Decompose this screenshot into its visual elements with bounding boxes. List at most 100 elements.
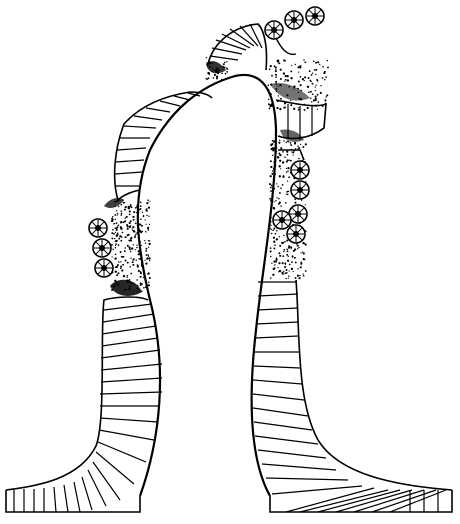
stipple-dot <box>145 224 146 225</box>
stipple-dot <box>126 275 128 277</box>
stipple-dot <box>115 280 116 281</box>
stipple-dot <box>323 72 325 74</box>
stipple-dot <box>278 262 280 264</box>
stipple-dot <box>148 207 150 209</box>
stipple-dot <box>282 161 284 163</box>
stipple-dot <box>268 84 270 86</box>
stipple-dot <box>272 229 274 231</box>
stipple-dot <box>280 168 281 169</box>
stipple-dot <box>147 229 149 231</box>
stipple-dot <box>283 140 284 141</box>
stipple-dot <box>123 221 125 223</box>
stipple-dot <box>213 77 215 79</box>
stipple-dot <box>325 96 326 97</box>
stipple-dot <box>271 185 273 187</box>
stipple-dot <box>148 243 150 245</box>
stipple-dot <box>118 272 120 274</box>
stipple-dot <box>284 102 286 104</box>
stipple-dot <box>271 229 272 230</box>
stipple-dot <box>284 266 286 268</box>
stipple-dot <box>287 260 289 262</box>
stipple-dot <box>288 176 290 178</box>
stipple-dot <box>301 200 302 201</box>
stipple-dot <box>278 59 279 60</box>
stipple-dot <box>273 168 275 170</box>
stipple-dot <box>148 216 149 217</box>
stipple-dot <box>326 94 328 96</box>
stipple-dot <box>133 258 135 260</box>
stipple-dot <box>135 207 137 209</box>
stipple-dot <box>146 202 148 204</box>
stipple-dot <box>309 70 311 72</box>
stipple-dot <box>140 272 142 274</box>
stipple-dot <box>129 240 131 242</box>
stipple-dot <box>273 188 275 190</box>
stipple-dot <box>124 202 125 203</box>
stipple-dot <box>324 79 325 80</box>
stipple-dot <box>291 268 293 270</box>
stipple-dot <box>285 202 287 204</box>
stipple-dot <box>141 231 143 233</box>
stipple-dot <box>129 279 130 280</box>
stipple-dot <box>117 232 119 234</box>
stipple-dot <box>304 76 306 78</box>
stipple-dot <box>275 81 277 83</box>
stipple-dot <box>278 95 279 96</box>
stipple-dot <box>146 248 148 250</box>
stipple-dot <box>117 215 118 216</box>
stipple-dot <box>285 75 287 77</box>
stipple-dot <box>290 70 292 72</box>
stipple-dot <box>288 159 289 160</box>
stipple-dot <box>288 275 290 277</box>
stipple-dot <box>148 272 150 274</box>
stipple-dot <box>299 108 301 110</box>
stipple-dot <box>115 253 117 255</box>
stipple-dot <box>303 59 304 60</box>
stipple-dot <box>117 213 119 215</box>
stipple-dot <box>276 107 278 109</box>
stipple-dot <box>127 262 129 264</box>
stipple-dot <box>315 84 316 85</box>
stipple-dot <box>274 65 276 67</box>
stipple-dot <box>271 263 272 264</box>
stipple-dot <box>278 198 280 200</box>
stipple-dot <box>320 92 322 94</box>
stipple-dot <box>298 81 300 83</box>
stipple-dot <box>286 272 288 274</box>
stipple-dot <box>269 183 271 185</box>
stipple-dot <box>300 84 302 86</box>
stipple-dot <box>130 258 131 259</box>
stipple-dot <box>130 273 132 275</box>
stipple-dot <box>129 210 131 212</box>
stipple-dot <box>269 221 271 223</box>
stipple-dot <box>284 81 285 82</box>
stipple-dot <box>270 225 271 226</box>
stipple-dot <box>208 74 209 75</box>
stipple-dot <box>293 150 295 152</box>
stipple-dot <box>140 218 142 220</box>
stipple-dot <box>112 229 114 231</box>
stipple-dot <box>277 186 278 187</box>
stipple-dot <box>322 66 324 68</box>
stipple-dot <box>284 272 286 274</box>
stipple-dot <box>272 170 273 171</box>
stipple-dot <box>121 210 123 212</box>
stipple-dot <box>308 91 310 93</box>
stipple-dot <box>286 193 287 194</box>
stipple-dot <box>221 79 222 80</box>
stipple-dot <box>270 228 271 229</box>
stipple-dot <box>269 68 271 70</box>
stipple-dot <box>286 150 288 152</box>
stipple-dot <box>297 268 298 269</box>
stipple-dot <box>279 153 281 155</box>
stipple-dot <box>111 256 112 257</box>
stipple-dot <box>270 190 272 192</box>
stipple-dot <box>289 264 291 266</box>
stipple-dot <box>286 278 287 279</box>
stipple-dot <box>302 242 304 244</box>
stipple-dot <box>145 219 146 220</box>
stipple-dot <box>277 100 279 102</box>
stipple-dot <box>116 234 118 236</box>
stipple-dot <box>279 236 280 237</box>
